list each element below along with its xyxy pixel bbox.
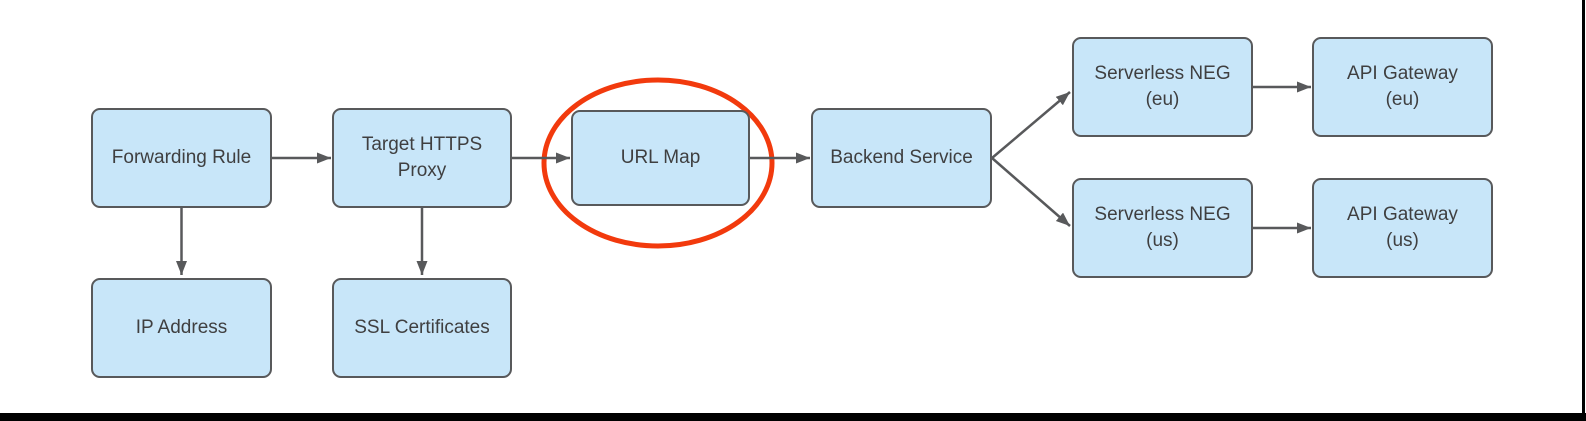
node-api-gateway-eu: API Gateway (eu) xyxy=(1312,37,1493,137)
node-serverless-neg-us: Serverless NEG (us) xyxy=(1072,178,1253,278)
window-right-edge xyxy=(1582,0,1585,421)
node-url-map: URL Map xyxy=(571,110,750,206)
node-backend-service-label: Backend Service xyxy=(830,146,973,168)
node-api-gateway-us-label: API Gateway (us) xyxy=(1347,203,1458,251)
node-serverless-neg-eu: Serverless NEG (eu) xyxy=(1072,37,1253,137)
node-api-gateway-us: API Gateway (us) xyxy=(1312,178,1493,278)
node-ssl-certificates: SSL Certificates xyxy=(332,278,512,378)
node-backend-service: Backend Service xyxy=(811,108,992,208)
node-serverless-neg-us-label: Serverless NEG (us) xyxy=(1094,203,1231,251)
node-url-map-label: URL Map xyxy=(620,146,701,168)
node-forwarding-rule: Forwarding Rule xyxy=(91,108,272,208)
node-ssl-certificates-label: SSL Certificates xyxy=(354,316,490,338)
window-bottom-bar xyxy=(0,413,1586,421)
edge-backend-service-to-serverless-neg-us xyxy=(991,157,1071,227)
node-target-https-proxy: Target HTTPS Proxy xyxy=(332,108,512,208)
node-target-https-proxy-label: Target HTTPS Proxy xyxy=(361,133,483,181)
node-ip-address-label: IP Address xyxy=(135,316,228,338)
node-forwarding-rule-label: Forwarding Rule xyxy=(111,146,252,168)
node-api-gateway-eu-label: API Gateway (eu) xyxy=(1347,62,1458,110)
node-serverless-neg-eu-label: Serverless NEG (eu) xyxy=(1094,62,1231,110)
node-ip-address: IP Address xyxy=(91,278,272,378)
edge-backend-service-to-serverless-neg-eu xyxy=(991,91,1071,159)
